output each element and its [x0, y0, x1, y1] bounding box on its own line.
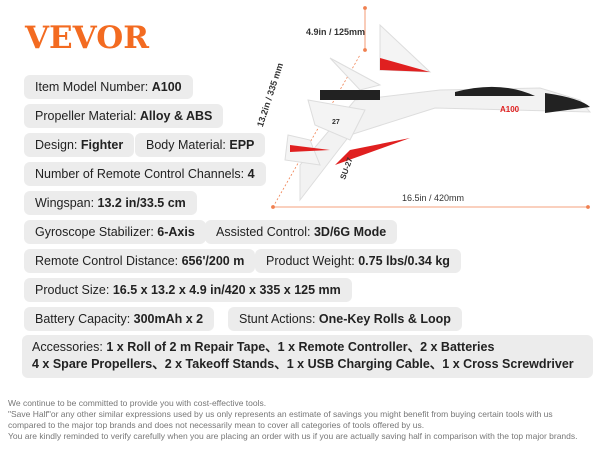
disclaimer: We continue to be committed to provide y… — [8, 398, 577, 442]
spec-propeller: Propeller Material: Alloy & ABS — [24, 104, 224, 128]
disclaimer-line: compared to the major top brands and doe… — [8, 420, 425, 430]
brand-logo: VEVOR — [25, 20, 149, 56]
plane-model-text: A100 — [500, 105, 520, 114]
spec-design: Design: Fighter — [24, 133, 135, 157]
spec-model: Item Model Number: A100 — [24, 75, 193, 99]
spec-channels: Number of Remote Control Channels: 4 — [24, 162, 266, 186]
spec-battery: Battery Capacity: 300mAh x 2 — [24, 307, 215, 331]
spec-accessories: Accessories: 1 x Roll of 2 m Repair Tape… — [22, 335, 593, 378]
plane-number-text: 27 — [332, 119, 340, 126]
dimension-length: 16.5in / 420mm — [402, 193, 465, 203]
spec-body-material: Body Material: EPP — [135, 133, 266, 157]
spec-weight: Product Weight: 0.75 lbs/0.34 kg — [255, 249, 461, 273]
dimension-height: 4.9in / 125mm — [306, 27, 366, 37]
disclaimer-line: We continue to be committed to provide y… — [8, 398, 267, 408]
spec-wingspan: Wingspan: 13.2 in/33.5 cm — [24, 191, 197, 215]
disclaimer-line: You are kindly reminded to verify carefu… — [8, 431, 578, 441]
disclaimer-line: "Save Half"or any other similar expressi… — [8, 409, 553, 419]
spec-gyroscope: Gyroscope Stabilizer: 6-Axis — [24, 220, 206, 244]
spec-assisted-control: Assisted Control: 3D/6G Mode — [205, 220, 398, 244]
spec-stunt: Stunt Actions: One-Key Rolls & Loop — [228, 307, 462, 331]
rc-plane-image: A100 27 SU-27 — [271, 6, 592, 209]
spec-distance: Remote Control Distance: 656'/200 m — [24, 249, 256, 273]
spec-size: Product Size: 16.5 x 13.2 x 4.9 in/420 x… — [24, 278, 352, 302]
